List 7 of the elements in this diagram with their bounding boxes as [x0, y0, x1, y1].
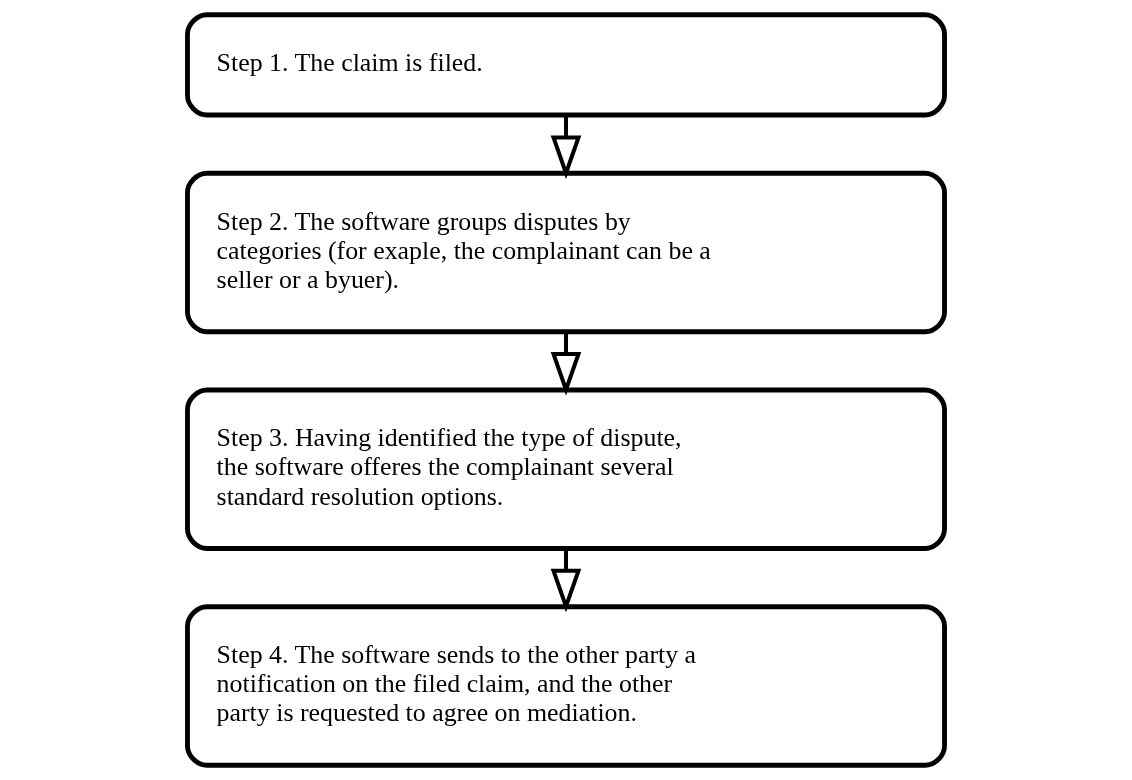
arrow	[550, 115, 582, 180]
node-box: Step 3. Having identified the type of dispute, the software offeres the complainant several standard resolution options.	[185, 387, 947, 551]
arrow	[550, 548, 582, 613]
node-box: Step 2. The software groups disputes by categories (for exaple, the complainant can be a seller or a byuer).	[185, 170, 947, 335]
arrow	[550, 331, 582, 396]
node-box: Step 4. The software sends to the other party a notification on the filed claim, and the other party is requested to agree on mediation.	[185, 604, 947, 768]
node-box: Step 1. The claim is filed.	[185, 12, 947, 118]
